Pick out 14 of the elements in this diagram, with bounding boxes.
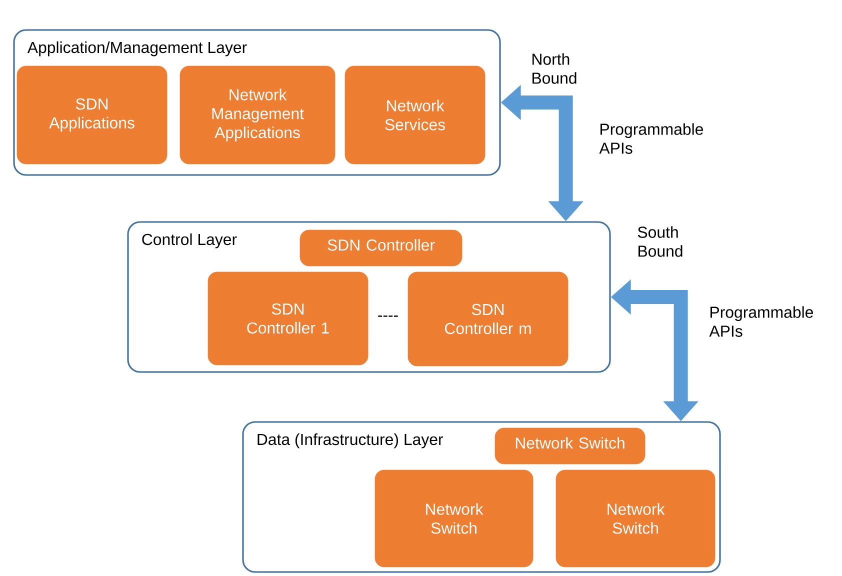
edge-label: North Bound: [532, 53, 576, 84]
process-box: SDN Controller 1: [208, 272, 368, 366]
api-label: Programmable APIs: [709, 306, 814, 337]
process-box: Network Switch: [556, 470, 716, 568]
process-box: Network Services: [344, 66, 486, 164]
api-label: Programmable APIs: [599, 123, 704, 154]
process-box: Network Switch: [374, 470, 534, 568]
edge-label: South Bound: [638, 226, 682, 257]
process-box: SDN Applications: [16, 66, 168, 164]
process-box: Network Switch: [494, 428, 646, 464]
ellipsis: ----: [378, 316, 398, 317]
process-box: Network Management Applications: [180, 66, 336, 164]
process-box: SDN Controller m: [408, 272, 568, 366]
process-box: SDN Controller: [300, 230, 462, 266]
